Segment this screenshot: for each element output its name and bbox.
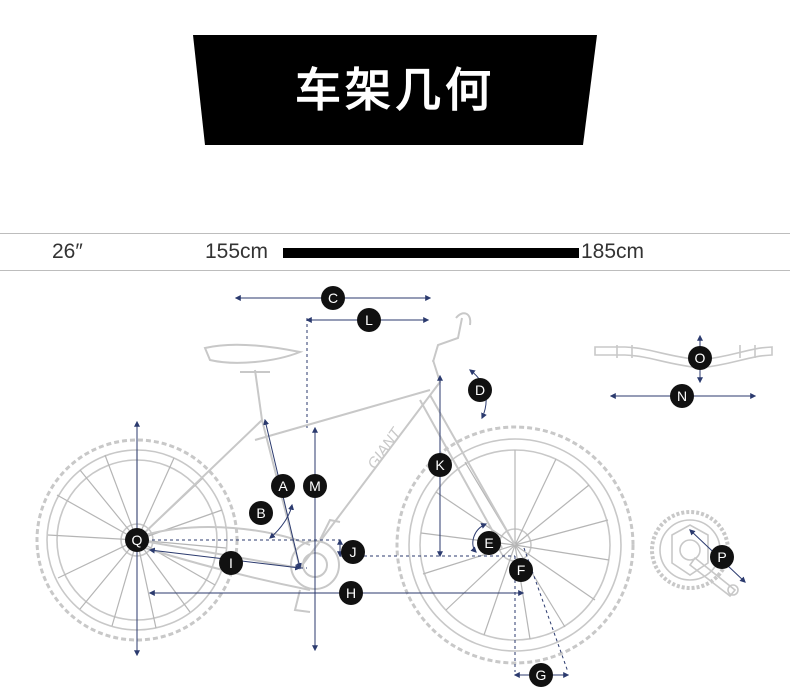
marker-h: H (339, 581, 363, 605)
bicycle-icon: GIANT (35, 312, 635, 665)
svg-text:E: E (484, 535, 493, 551)
front-wheel-icon (395, 425, 635, 665)
handlebar-icon (594, 345, 773, 369)
svg-text:B: B (256, 505, 265, 521)
svg-text:O: O (695, 350, 706, 366)
marker-n: N (670, 384, 694, 408)
height-max: 185cm (581, 240, 645, 263)
marker-l: L (357, 308, 381, 332)
marker-p: P (710, 545, 734, 569)
svg-text:I: I (229, 555, 233, 571)
marker-j: J (341, 540, 365, 564)
marker-a: A (271, 474, 295, 498)
svg-text:G: G (536, 667, 547, 683)
title-banner (193, 35, 597, 145)
wheel-size: 26″ (52, 240, 83, 263)
markers: C L D O N K A M B Q E J I F P H G (125, 286, 734, 687)
height-min: 155cm (205, 240, 269, 263)
svg-text:M: M (309, 478, 321, 494)
svg-text:Q: Q (132, 532, 143, 548)
marker-k: K (428, 453, 452, 477)
page-title: 车架几何 (295, 63, 495, 117)
marker-g: G (529, 663, 553, 687)
svg-text:GIANT: GIANT (364, 423, 405, 472)
svg-text:L: L (365, 312, 373, 328)
svg-text:J: J (350, 544, 357, 560)
marker-q: Q (125, 528, 149, 552)
svg-text:A: A (278, 478, 288, 494)
svg-text:K: K (435, 457, 445, 473)
svg-text:F: F (517, 562, 526, 578)
svg-text:N: N (677, 388, 687, 404)
marker-o: O (688, 346, 712, 370)
svg-text:D: D (475, 382, 485, 398)
marker-m: M (303, 474, 327, 498)
marker-e: E (477, 531, 501, 555)
svg-text:H: H (346, 585, 356, 601)
marker-b: B (249, 501, 273, 525)
marker-d: D (468, 378, 492, 402)
marker-c: C (321, 286, 345, 310)
marker-f: F (509, 558, 533, 582)
dimension-lines (134, 295, 757, 678)
height-range-bar (283, 248, 579, 258)
svg-text:C: C (328, 290, 338, 306)
marker-i: I (219, 551, 243, 575)
size-row: 26″ 155cm 185cm (0, 233, 790, 271)
svg-text:P: P (717, 549, 726, 565)
frame-icon: GIANT (134, 312, 516, 613)
